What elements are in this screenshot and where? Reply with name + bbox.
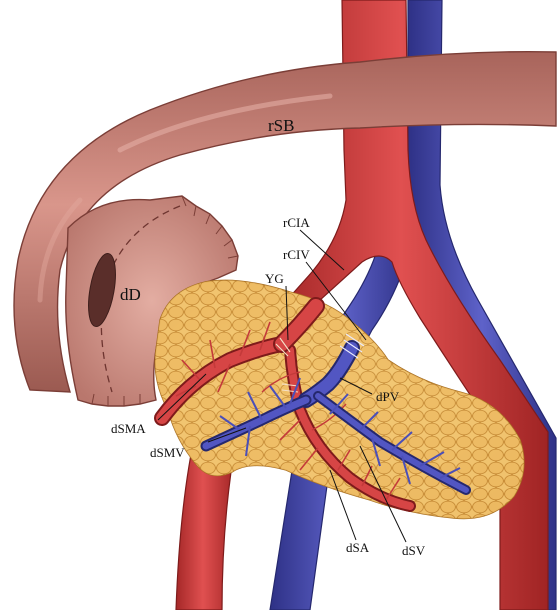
label-dSV: dSV <box>402 543 426 558</box>
label-YG: YG <box>265 271 284 286</box>
labels: rSB dD rCIA rCIV YG dPV dSMA dSMV dSA dS… <box>111 116 426 558</box>
leader-rCIV <box>305 261 367 341</box>
label-rSB: rSB <box>268 116 294 135</box>
donor-arterial-graft <box>154 297 416 512</box>
label-rCIV: rCIV <box>283 247 310 262</box>
label-dD: dD <box>120 285 141 304</box>
leader-dSA <box>329 469 357 541</box>
leader-dSMA <box>157 373 207 421</box>
recipient-small-bowel <box>13 51 557 393</box>
leader-rCIA <box>299 229 345 271</box>
label-dSMA: dSMA <box>111 421 146 436</box>
leader-YG <box>285 285 289 341</box>
donor-venous-system <box>200 333 471 495</box>
leader-dPV <box>339 377 373 395</box>
label-dPV: dPV <box>376 389 400 404</box>
label-rCIA: rCIA <box>283 215 310 230</box>
donor-duodenum <box>65 195 239 407</box>
leader-dSMV <box>207 427 247 443</box>
label-dSMV: dSMV <box>150 445 185 460</box>
leader-lines <box>157 229 407 543</box>
leader-dSV <box>359 445 407 543</box>
label-dSA: dSA <box>346 540 370 555</box>
